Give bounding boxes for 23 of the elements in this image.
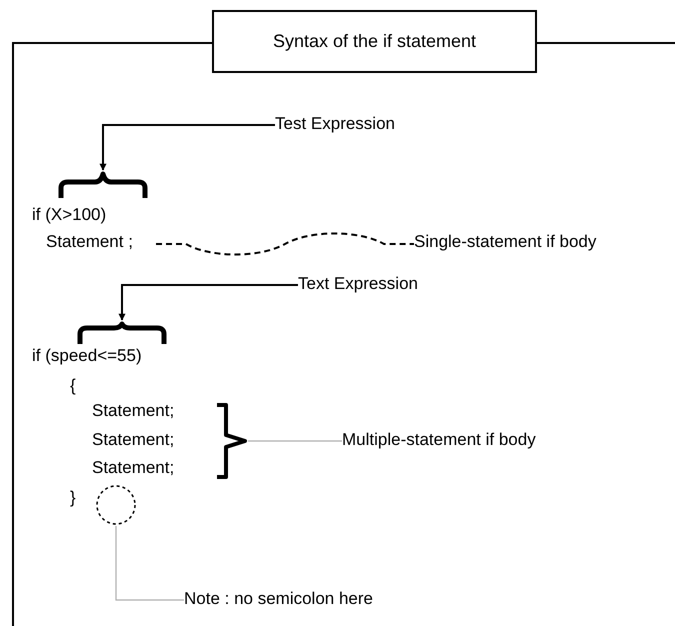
arrow (118, 284, 298, 321)
leader-line (248, 440, 342, 442)
code-line: if (speed<=55) (32, 346, 142, 366)
curly-brace (214, 402, 248, 480)
wavy-dashed-line (156, 232, 414, 256)
code-line: { (70, 376, 76, 396)
code-line: if (X>100) (32, 205, 106, 225)
annotation-text: Text Expression (298, 274, 438, 296)
curly-brace (58, 170, 148, 200)
code-line: } (70, 488, 76, 508)
curly-brace (77, 320, 167, 346)
code-line: Statement; (92, 458, 174, 478)
annotation-text: Multiple-statement if body (342, 430, 612, 452)
dashed-circle (95, 484, 137, 526)
annotation-text: Test Expression (275, 114, 405, 136)
annotation-text: Statement ; (46, 232, 156, 254)
title-box: Syntax of the if statement (212, 10, 537, 73)
code-line: Statement; (92, 430, 174, 450)
leader-line (115, 526, 184, 601)
annotation-text: Note : no semicolon here (184, 589, 384, 611)
arrow (100, 124, 275, 171)
code-line: Statement; (92, 401, 174, 421)
annotation-text: Single-statement if body (414, 232, 664, 254)
